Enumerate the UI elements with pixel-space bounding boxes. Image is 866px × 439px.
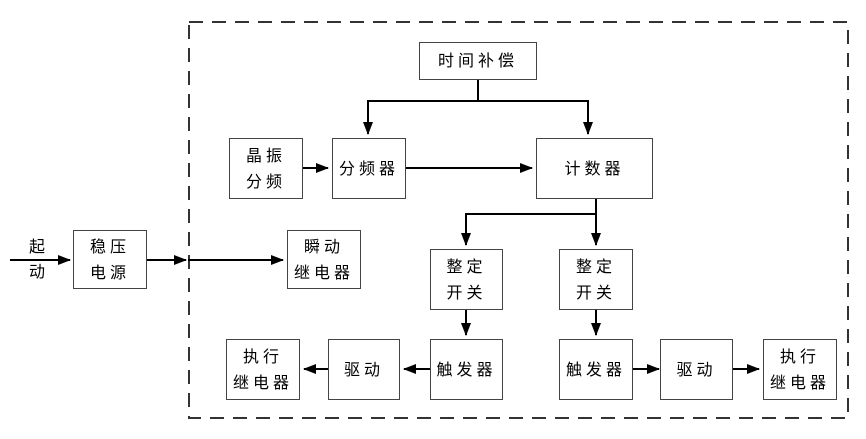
node-label: 时间补偿 (437, 51, 518, 70)
node-label: 继电器 (232, 372, 293, 392)
node-label: 触发器 (436, 359, 497, 379)
start-label-line2: 动 (28, 262, 47, 281)
node-label: 分频 (245, 171, 286, 191)
node-instant-relay: 瞬动 继电器 (287, 230, 361, 289)
node-crystal-divider: 晶振 分频 (229, 138, 303, 199)
node-label: 驱动 (676, 359, 717, 379)
node-trigger-right: 触发器 (559, 339, 633, 400)
node-exec-relay-left: 执行 继电器 (226, 339, 300, 400)
node-label: 整定 (575, 256, 616, 276)
node-frequency-divider: 分频器 (332, 138, 406, 199)
node-label: 分频器 (338, 158, 399, 178)
line-counter-branch (466, 199, 597, 215)
node-label: 执行 (779, 346, 820, 366)
node-label: 执行 (242, 346, 283, 366)
line-timecomp-branch (368, 80, 588, 102)
node-trigger-left: 触发器 (430, 339, 503, 400)
node-label: 晶振 (245, 145, 286, 165)
node-label: 计数器 (564, 158, 625, 178)
start-label-line1: 起 (28, 237, 47, 256)
node-label: 电源 (89, 262, 130, 282)
node-exec-relay-right: 执行 继电器 (763, 339, 837, 400)
node-label: 触发器 (565, 359, 626, 379)
node-regulated-power: 稳压 电源 (73, 230, 147, 289)
start-label: 起 动 (16, 234, 60, 284)
node-label: 开关 (446, 282, 487, 302)
node-label: 继电器 (293, 262, 354, 282)
node-label: 继电器 (769, 372, 830, 392)
node-label: 驱动 (343, 359, 384, 379)
node-label: 瞬动 (303, 236, 344, 256)
node-counter: 计数器 (536, 138, 653, 199)
node-label: 开关 (575, 282, 616, 302)
node-time-compensation: 时间补偿 (419, 42, 537, 80)
node-label: 稳压 (89, 236, 130, 256)
node-drive-right: 驱动 (660, 339, 733, 400)
node-drive-left: 驱动 (328, 339, 400, 400)
node-label: 整定 (446, 256, 487, 276)
node-setting-switch-right: 整定 开关 (559, 249, 633, 310)
node-setting-switch-left: 整定 开关 (430, 249, 503, 310)
